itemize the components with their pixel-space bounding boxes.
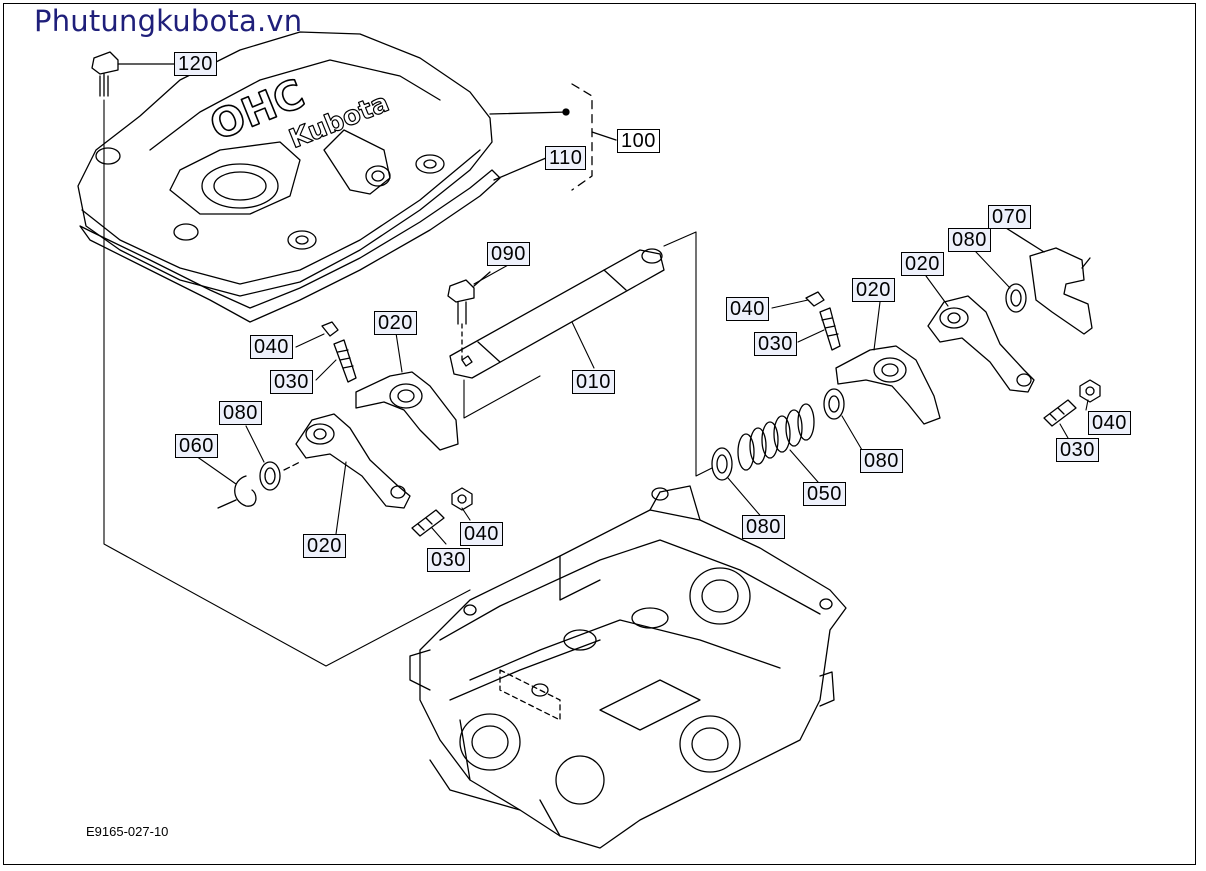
callout-010: 010 — [572, 370, 615, 394]
bracket-plate-070 — [1029, 247, 1093, 335]
callout-110: 110 — [545, 146, 587, 170]
bolt-120 — [91, 51, 175, 97]
callout-070: 070 — [988, 205, 1031, 229]
callout-040-far-right: 040 — [1088, 411, 1131, 435]
washer-080-mid-a — [711, 447, 733, 481]
callout-050: 050 — [803, 482, 846, 506]
callout-100: 100 — [617, 129, 660, 153]
callout-120: 120 — [174, 52, 217, 76]
callout-080-left: 080 — [219, 401, 262, 425]
callout-040-left: 040 — [250, 335, 293, 359]
diagram-code: E9165-027-10 — [86, 824, 169, 839]
callout-030-far-right: 030 — [1056, 438, 1099, 462]
assembly-line-100 — [571, 83, 593, 191]
callout-020-top-right: 020 — [901, 252, 944, 276]
adjust-screw-left-upper — [321, 321, 357, 383]
callout-080-bottom: 080 — [742, 515, 785, 539]
callout-020-bottom-left: 020 — [303, 534, 346, 558]
rocker-arm-right-lower — [927, 295, 1035, 393]
shaft-guide-right — [663, 231, 713, 477]
callout-030-bottom: 030 — [427, 548, 470, 572]
rocker-arm-left-upper — [355, 371, 459, 451]
drawing-frame — [3, 3, 1196, 865]
callout-060: 060 — [175, 434, 218, 458]
circlip-060 — [217, 475, 257, 509]
adjust-screw-right-lower — [1043, 379, 1101, 427]
leader-lines — [195, 251, 1089, 545]
cover-gasket — [79, 169, 501, 323]
callout-020-left: 020 — [374, 311, 417, 335]
callout-090: 090 — [487, 242, 530, 266]
callout-040-right: 040 — [726, 297, 769, 321]
cylinder-head — [409, 485, 847, 849]
callout-030-left: 030 — [270, 370, 313, 394]
shaft-guide-lines — [463, 375, 541, 419]
assembly-line-left — [103, 99, 471, 667]
rocker-shaft — [449, 248, 665, 379]
washer-080-right — [1005, 283, 1027, 313]
valve-cover: OHC Kubota — [77, 31, 493, 297]
washer-080-mid-b — [823, 388, 845, 420]
adjust-screw-left-lower — [411, 487, 473, 537]
callout-020-right: 020 — [852, 278, 895, 302]
adjust-screw-right-upper — [805, 291, 841, 351]
watermark: Phutungkubota.vn — [34, 4, 303, 38]
rocker-arm-right-upper — [835, 345, 941, 425]
washer-080-left — [259, 461, 281, 491]
rocker-arm-left-lower — [295, 413, 411, 509]
callout-080-top: 080 — [948, 228, 991, 252]
callout-030-right: 030 — [754, 332, 797, 356]
callout-080-mid: 080 — [860, 449, 903, 473]
spring-050 — [737, 403, 815, 471]
callout-040-bottom: 040 — [460, 522, 503, 546]
